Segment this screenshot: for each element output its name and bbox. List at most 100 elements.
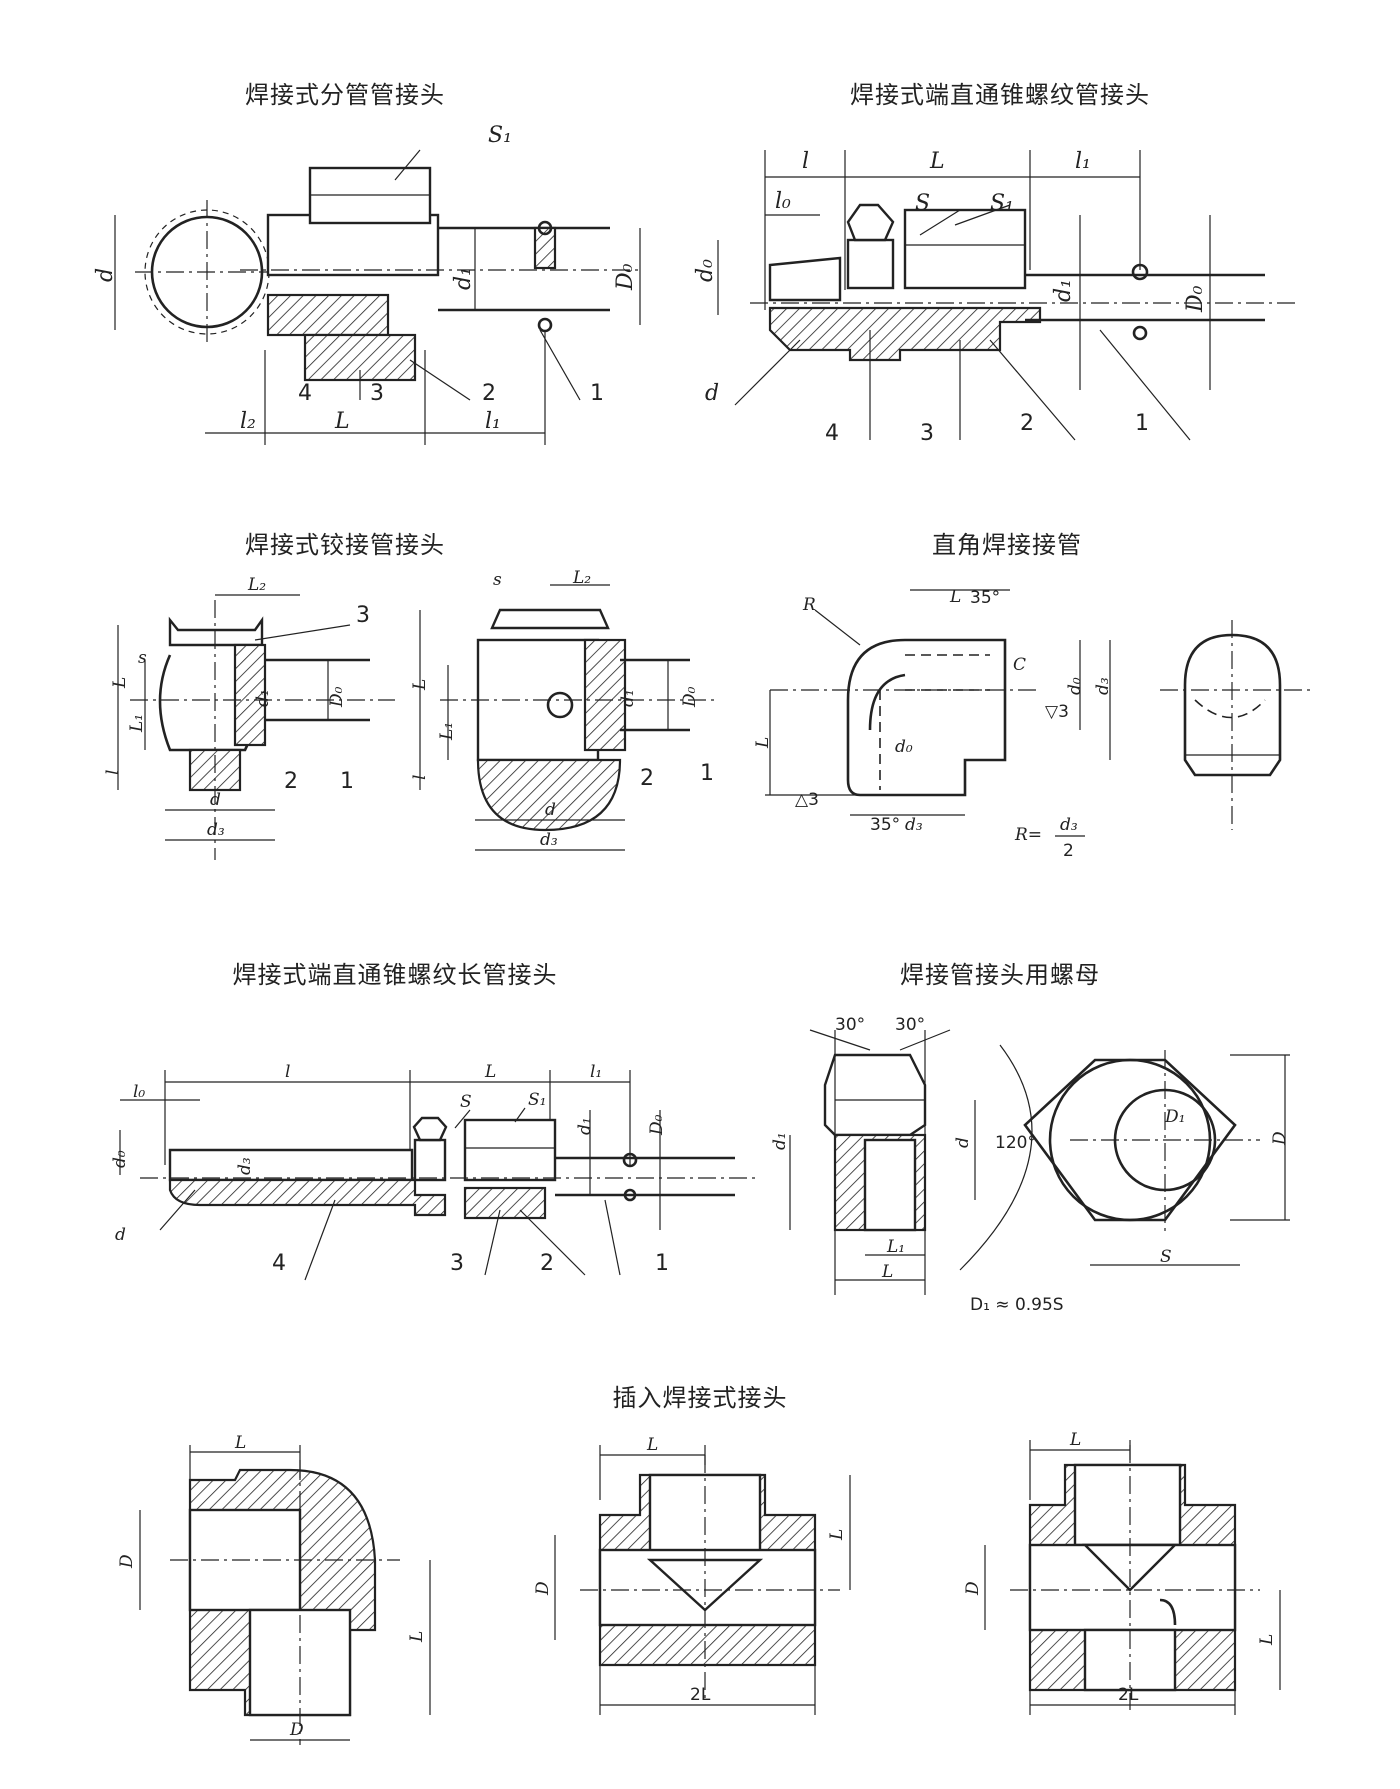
- label-l: l: [285, 1062, 290, 1082]
- label-D-left: D: [963, 1581, 983, 1596]
- label-D0: D₀: [613, 263, 638, 291]
- label-l: l: [802, 149, 809, 174]
- label-d-right: d: [545, 800, 556, 820]
- label-R-den: 2: [1063, 841, 1074, 861]
- callout-1: 1: [1135, 411, 1149, 436]
- label-2L: 2L: [1118, 1685, 1139, 1705]
- label-120: 120°: [995, 1133, 1036, 1153]
- label-l1: l₁: [590, 1062, 602, 1082]
- figure-branch-joint: S₁ d d₁ D₀ 4 3 2 1 l₂ L l₁: [93, 123, 641, 445]
- label-s: s: [138, 648, 147, 668]
- label-tri3: ▽3: [1045, 702, 1069, 722]
- figure-nut: 30° 30° 120° d₁ d L₁ L D₁ ≈ 0.95S D D₁ S: [770, 1015, 1290, 1315]
- label-2L: 2L: [690, 1685, 711, 1705]
- label-30-left: 30°: [835, 1015, 865, 1035]
- callout-2: 2: [1020, 411, 1034, 436]
- label-d1: d₁: [253, 689, 273, 707]
- label-S1: S₁: [990, 191, 1014, 216]
- label-D-left: D: [117, 1554, 137, 1569]
- label-D0: D₀: [327, 686, 347, 708]
- label-d1: d₁: [1051, 279, 1076, 302]
- label-s-right: s: [493, 570, 502, 590]
- callout-2: 2: [540, 1251, 554, 1276]
- label-d: d: [93, 268, 118, 282]
- figure-hinged-joint: L₂ s L L₁ l d₁ D₀ d d₃ 2 1 3 s L₂ L L₁ l…: [103, 568, 715, 860]
- label-L: L: [110, 677, 130, 689]
- label-l2: l₂: [240, 409, 256, 434]
- label-s1: S₁: [488, 123, 512, 148]
- title-long-taper-joint: 焊接式端直通锥螺纹长管接头: [232, 961, 558, 989]
- callout-3: 3: [356, 603, 370, 628]
- label-d3: d₃: [235, 1157, 255, 1175]
- label-L: L: [929, 149, 945, 174]
- callout-4: 4: [825, 421, 839, 446]
- callout-2: 2: [482, 381, 496, 406]
- title-socket-weld: 插入焊接式接头: [612, 1384, 788, 1412]
- label-L-right: L: [410, 679, 430, 691]
- label-R: R: [802, 595, 816, 615]
- label-L-side: L: [753, 737, 773, 749]
- label-d: d: [953, 1137, 973, 1148]
- label-d0: d₀: [110, 1150, 130, 1168]
- callout-4: 4: [298, 381, 312, 406]
- label-D0-right: D₀: [680, 686, 700, 708]
- callout-3: 3: [920, 421, 934, 446]
- callout-1: 1: [590, 381, 604, 406]
- title-nut: 焊接管接头用螺母: [900, 961, 1100, 989]
- label-35-top: 35°: [970, 588, 1000, 608]
- label-D0: D₀: [647, 1114, 667, 1136]
- label-D0: D₀: [1183, 285, 1208, 313]
- label-L-right: L: [1257, 1634, 1277, 1646]
- label-D-bottom: D: [289, 1720, 304, 1740]
- label-d1: d₁: [451, 267, 476, 290]
- label-35-bottom: 35°: [870, 815, 900, 835]
- figure-socket-weld-cross: L D L 2L: [963, 1430, 1281, 1715]
- label-L-top: L: [1069, 1430, 1081, 1450]
- label-S: S: [915, 191, 930, 216]
- callout-1: 1: [340, 769, 354, 794]
- label-d0: d₀: [1065, 677, 1085, 695]
- label-L: L: [949, 587, 961, 607]
- callout-2: 2: [284, 769, 298, 794]
- title-straight-taper-joint: 焊接式端直通锥螺纹管接头: [850, 81, 1150, 109]
- label-L1: L₁: [886, 1237, 905, 1257]
- title-right-angle-pipe: 直角焊接接管: [932, 531, 1082, 559]
- label-d3: d₃: [207, 820, 225, 840]
- label-d0: d₀: [693, 259, 718, 282]
- callout-3: 3: [450, 1251, 464, 1276]
- callout-1-right: 1: [700, 761, 714, 786]
- callout-4: 4: [272, 1251, 286, 1276]
- label-L: L: [334, 409, 350, 434]
- label-d3: d₃: [1093, 677, 1113, 695]
- figure-socket-weld-tee: L D L 2L: [533, 1435, 851, 1715]
- figure-socket-weld-elbow: L D L D: [117, 1433, 431, 1745]
- label-d0-inner: d₀: [895, 737, 913, 757]
- label-L1-right: L₁: [437, 722, 457, 741]
- figure-long-taper-joint: l L l₁ l₀ S S₁ d₀ d₃ d₁ D₀ d 4 3 2 1: [110, 1062, 760, 1281]
- label-l1: l₁: [485, 409, 501, 434]
- callout-3: 3: [370, 381, 384, 406]
- label-l1: l₁: [1075, 149, 1091, 174]
- figure-right-angle-pipe: R L 35° C d₀ d₃ ▽3 L d₀ △3 35° d₃ R= d₃ …: [753, 587, 1310, 861]
- label-tri3b: △3: [795, 790, 819, 810]
- label-L2-right: L₂: [572, 568, 591, 588]
- label-S: S: [460, 1092, 472, 1112]
- label-d: d: [210, 790, 221, 810]
- label-l-right: l: [410, 775, 430, 780]
- label-d: d: [115, 1225, 126, 1245]
- label-L-top: L: [646, 1435, 658, 1455]
- label-S: S: [1160, 1247, 1172, 1267]
- label-L: L: [881, 1262, 893, 1282]
- label-L: L: [484, 1062, 496, 1082]
- label-D: D: [1270, 1131, 1290, 1146]
- label-R-num: d₃: [1060, 815, 1078, 835]
- label-L-top: L: [234, 1433, 246, 1453]
- figure-straight-taper-joint: l L l₁ l₀ S S₁ d₀ d₁ D₀ d 4 3 2 1: [693, 149, 1300, 446]
- label-L1: L₁: [127, 714, 147, 733]
- callout-2-right: 2: [640, 766, 654, 791]
- callout-1: 1: [655, 1251, 669, 1276]
- label-L-right: L: [407, 1631, 427, 1643]
- title-hinged-joint: 焊接式铰接管接头: [245, 531, 445, 559]
- label-30-right: 30°: [895, 1015, 925, 1035]
